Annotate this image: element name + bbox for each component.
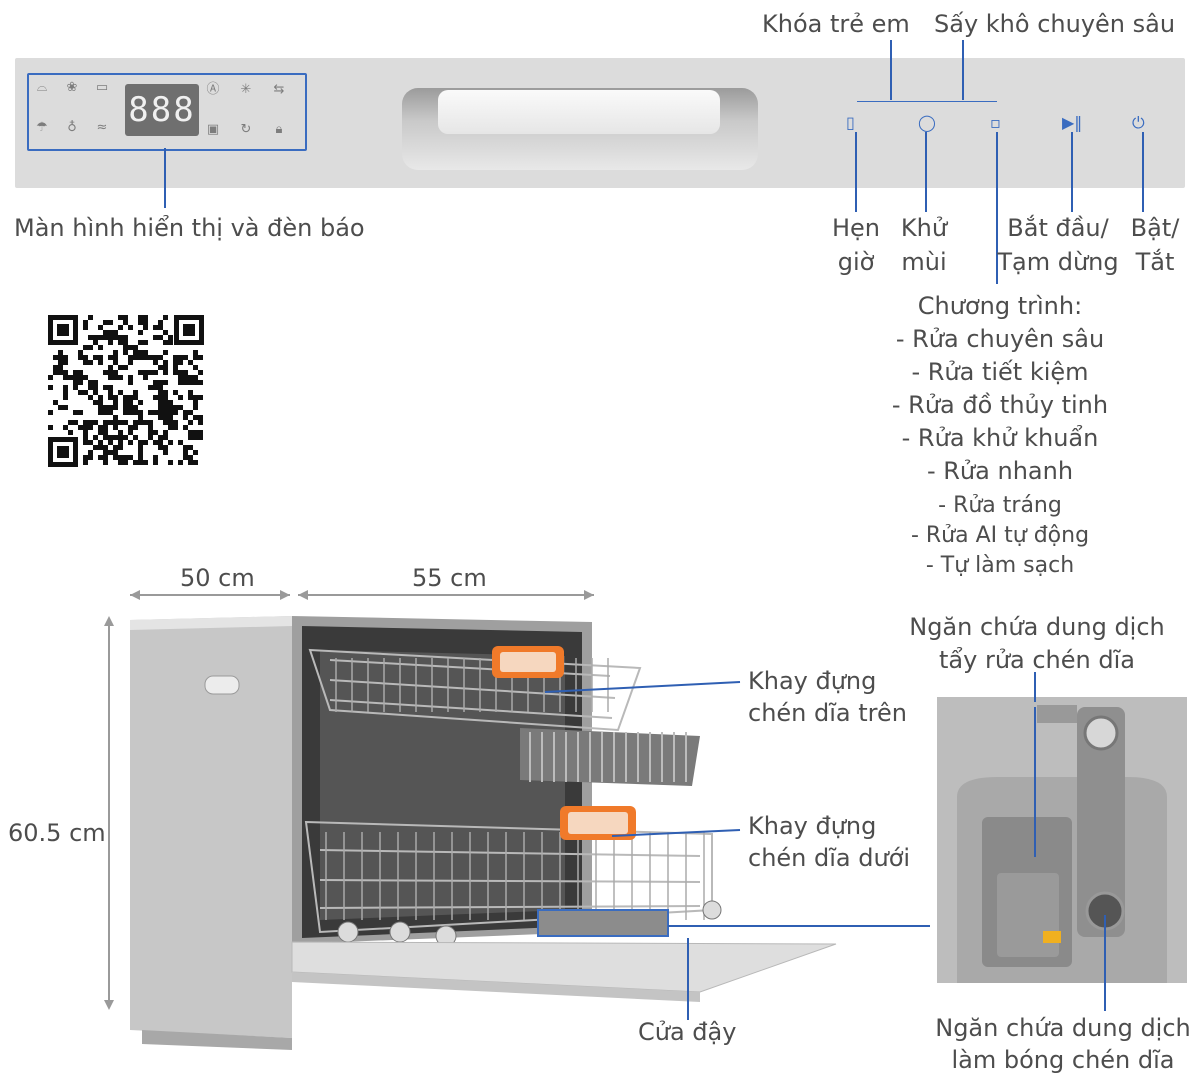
- rinse-label-2: làm bóng chén dĩa: [951, 1046, 1175, 1074]
- dishwasher-side-panel: [130, 616, 292, 1038]
- program-item: - Rửa tráng: [938, 493, 1062, 518]
- deep-dry-leader: [962, 40, 964, 100]
- program-button[interactable]: ▫: [990, 113, 1001, 132]
- power-label-2: Tắt: [1135, 248, 1175, 276]
- program-item: - Tự làm sạch: [925, 553, 1075, 578]
- start-label-1: Bắt đầu/: [1007, 214, 1109, 242]
- detergent-label-2: tẩy rửa chén dĩa: [939, 646, 1135, 674]
- start-pause-button[interactable]: ▶‖: [1062, 113, 1083, 132]
- depth-dimension-label: 50 cm: [180, 564, 255, 592]
- upper-rack-label-1: Khay đựng: [748, 667, 877, 695]
- sun-icon: ✳: [240, 82, 252, 97]
- rinse-aid-flap: [1077, 707, 1125, 937]
- child-lock-leader: [890, 40, 892, 100]
- rinse-leader: [1104, 983, 1106, 1011]
- program-item: - Rửa tiết kiệm: [911, 358, 1089, 386]
- display-label: Màn hình hiển thị và đèn báo: [14, 214, 365, 242]
- qr-code: [46, 313, 206, 469]
- timer-label-2: giờ: [837, 248, 875, 276]
- timer-button[interactable]: ▯: [846, 113, 855, 132]
- deep-dry-label: Sấy khô chuyên sâu: [934, 10, 1176, 38]
- lock-icon: 🔒︎: [275, 122, 283, 137]
- lower-rack-label-1: Khay đựng: [748, 812, 877, 840]
- rinse-label-1: Ngăn chứa dung dịch: [935, 1014, 1191, 1042]
- lcd-display: 888: [125, 84, 199, 136]
- glass-icon: ▭: [95, 80, 109, 95]
- program-item: - Rửa nhanh: [926, 457, 1074, 485]
- door-handle-grip: [438, 90, 720, 134]
- side-handle: [204, 675, 240, 695]
- power-leader: [1142, 132, 1144, 212]
- program-item: - Rửa chuyên sâu: [895, 325, 1105, 353]
- key-indicator-strip: [857, 101, 997, 102]
- deodorize-label-2: mùi: [901, 248, 947, 276]
- program-item: - Rửa AI tự động: [910, 523, 1090, 548]
- depth-dimension-line: [130, 594, 290, 596]
- start-leader: [1071, 132, 1073, 212]
- auto-icon: Ⓐ: [206, 82, 220, 97]
- refresh-icon: ↻: [240, 122, 252, 137]
- timer-leader: [855, 132, 857, 212]
- power-label-1: Bật/: [1130, 214, 1180, 242]
- display-leader: [164, 148, 166, 208]
- sanitize-icon: ☂: [36, 120, 48, 135]
- height-dimension-line: [108, 618, 110, 1008]
- program-leader: [996, 132, 998, 284]
- display-indicator-area: [27, 73, 307, 151]
- detergent-label-1: Ngăn chứa dung dịch: [909, 613, 1165, 641]
- programs-title: Chương trình:: [917, 292, 1083, 320]
- eco-icon: ❀: [66, 80, 78, 95]
- height-dimension-label: 60.5 cm: [8, 819, 106, 847]
- power-button[interactable]: ⏻: [1132, 113, 1145, 132]
- deodorize-button[interactable]: ◯: [918, 113, 936, 132]
- child-lock-label: Khóa trẻ em: [762, 10, 910, 38]
- quick-icon: ♁: [67, 120, 77, 135]
- timer-label-1: Hẹn: [831, 214, 881, 242]
- salt-icon: ▣: [206, 122, 220, 137]
- detergent-leader: [1034, 672, 1036, 702]
- self-clean-icon: ⇆: [273, 82, 285, 97]
- width-dimension-line: [298, 594, 594, 596]
- rinse-icon: ≈: [96, 120, 108, 135]
- program-item: - Rửa khử khuẩn: [901, 424, 1099, 452]
- pot-icon: ⌓: [36, 80, 48, 95]
- dishwasher-illustration: [104, 590, 930, 1050]
- door-label: Cửa đậy: [638, 1018, 737, 1046]
- deodorize-leader: [925, 132, 927, 212]
- detergent-compartment-box: [537, 909, 669, 937]
- deodorize-label-1: Khử: [900, 214, 948, 242]
- lower-rack-label-2: chén dĩa dưới: [748, 844, 911, 872]
- start-label-2: Tạm dừng: [997, 248, 1119, 276]
- width-dimension-label: 55 cm: [412, 564, 487, 592]
- upper-rack-label-2: chén dĩa trên: [748, 699, 907, 727]
- detergent-compartment-photo: [937, 697, 1187, 983]
- program-item: - Rửa đồ thủy tinh: [891, 391, 1109, 419]
